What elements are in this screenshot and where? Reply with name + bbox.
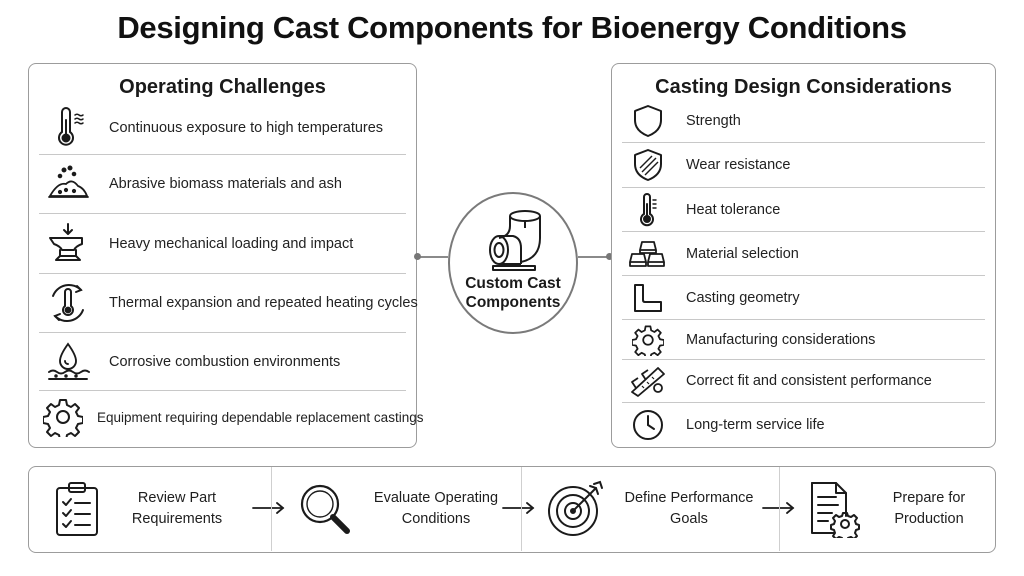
process-step-review-requirements: Review Part Requirements [39,467,271,551]
consideration-label: Long-term service life [686,416,825,433]
step-label-line1: Review Part [137,490,217,506]
step-label-line2: Requirements [131,511,223,527]
right-connector-dot [606,253,613,260]
process-step-evaluate-conditions: Evaluate Operating Conditions [291,467,521,551]
consideration-label: Wear resistance [686,157,791,173]
consideration-item-heat-tolerance: Heat tolerance [622,188,985,232]
corrosion-drop-icon [39,341,97,383]
pipe-elbow-icon [485,208,545,277]
consideration-item-casting-geometry: Casting geometry [622,276,985,320]
consideration-label: Heat tolerance [686,201,781,218]
l-profile-icon [622,282,674,314]
document-gear-icon [801,480,865,538]
clock-icon [622,408,674,442]
challenge-item-abrasive-materials: Abrasive biomass materials and ash [39,155,406,214]
step-divider [271,467,272,551]
challenge-item-replacement-castings: Equipment requiring dependable replaceme… [39,391,423,443]
ingots-icon [622,238,674,270]
step-divider [521,467,522,551]
custom-cast-components-hub: Custom Cast Components [448,192,578,334]
process-step-define-goals: Define Performance Goals [541,467,781,551]
challenge-label: Thermal expansion and repeated heating c… [109,295,418,311]
thermal-cycle-icon [39,280,97,326]
thermometer-icon [622,192,674,228]
process-step-prepare-production: Prepare for Production [801,467,991,551]
challenge-item-high-temperatures: Continuous exposure to high temperatures [39,102,406,155]
right-connector-line [578,256,611,258]
arrow-right-icon [761,501,797,520]
caliper-icon [622,364,674,398]
thermometer-icon [39,106,97,150]
gear-icon [622,324,674,356]
gear-icon [39,397,87,437]
target-icon [541,480,609,538]
consideration-item-service-life: Long-term service life [622,403,985,446]
consideration-label: Material selection [686,245,799,262]
challenge-label: Abrasive biomass materials and ash [109,176,342,192]
process-steps-bar: Review Part Requirements Evaluate Operat… [28,466,996,553]
consideration-item-strength: Strength [622,100,985,143]
shield-icon [622,104,674,138]
challenge-label: Heavy mechanical loading and impact [109,235,354,252]
challenge-label: Continuous exposure to high temperatures [109,120,384,136]
consideration-item-correct-fit: Correct fit and consistent performance [622,360,985,403]
hatched-shield-icon [622,148,674,182]
center-label-line1: Custom Cast [465,275,561,292]
consideration-item-material-selection: Material selection [622,232,985,276]
consideration-item-wear-resistance: Wear resistance [622,143,985,188]
consideration-label: Casting geometry [686,289,800,306]
operating-challenges-panel: Operating Challenges Continuous exposure… [28,63,423,448]
page-title: Designing Cast Components for Bioenergy … [117,10,907,45]
left-connector-dot [414,253,421,260]
center-label-line2: Components [465,294,561,311]
step-label-line2: Conditions [401,511,471,527]
challenge-item-mechanical-loading: Heavy mechanical loading and impact [39,214,406,274]
magnifier-icon [291,481,359,537]
challenge-label: Equipment requiring dependable replaceme… [97,409,424,425]
consideration-label: Strength [686,113,741,129]
step-divider [779,467,780,551]
consideration-item-manufacturing: Manufacturing considerations [622,320,985,360]
arrow-right-icon [251,501,287,520]
step-label-line1: Evaluate Operating [373,490,499,506]
challenge-item-thermal-expansion: Thermal expansion and repeated heating c… [39,274,418,333]
step-label-line1: Prepare for [892,490,966,506]
casting-design-considerations-panel: Casting Design Considerations Strength W… [611,63,996,448]
anvil-icon [39,222,97,266]
consideration-label: Correct fit and consistent performance [686,373,932,389]
challenge-item-corrosive-environments: Corrosive combustion environments [39,333,406,391]
clipboard-checklist-icon [39,480,115,538]
consideration-label: Manufacturing considerations [686,331,876,348]
design-considerations-title: Casting Design Considerations [655,76,952,98]
left-connector-line [417,256,448,258]
challenge-label: Corrosive combustion environments [109,353,341,370]
ash-pile-icon [39,164,97,204]
step-label-line1: Define Performance [624,490,754,506]
arrow-right-icon [501,501,537,520]
step-label-line2: Production [894,511,964,527]
step-label-line2: Goals [670,511,708,527]
operating-challenges-title: Operating Challenges [119,76,326,98]
